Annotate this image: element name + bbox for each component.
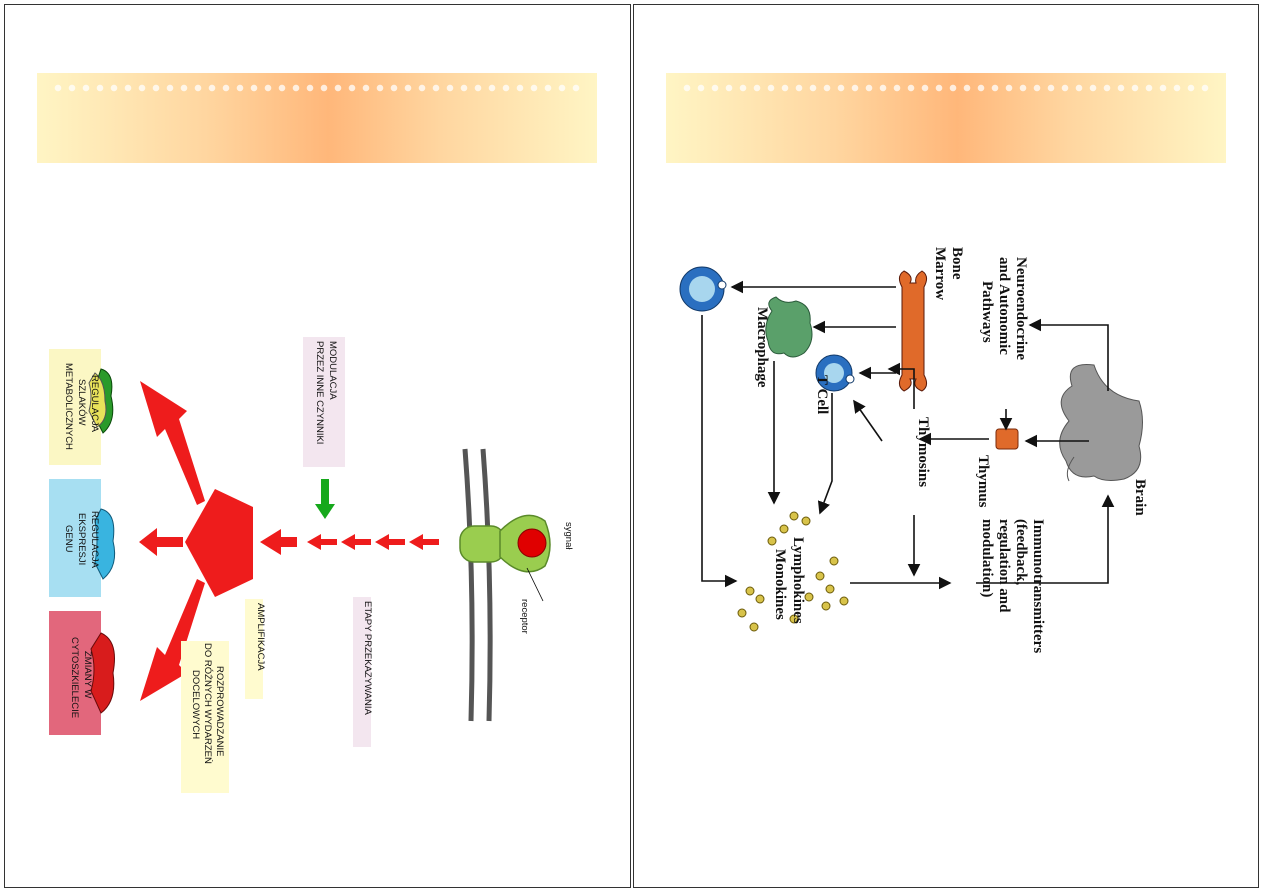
- arrow-to-cyto: [140, 579, 205, 701]
- svg-text:SZLAKÓW: SZLAKÓW: [76, 379, 87, 425]
- right-slide: Brain Thymus Neuroendocrine and Autonomi…: [633, 4, 1259, 888]
- svg-text:Immunotransmitters: Immunotransmitters: [1030, 519, 1046, 653]
- svg-text:DO RÓŻNYCH WYDARZEŃ: DO RÓŻNYCH WYDARZEŃ: [202, 643, 213, 764]
- brain-icon: [1059, 363, 1143, 482]
- arrow-to-genu: [139, 528, 183, 556]
- neuroimmune-diagram: Brain Thymus Neuroendocrine and Autonomi…: [679, 247, 1148, 653]
- label-thymosins: Thymosins: [915, 417, 931, 487]
- svg-text:ROZPROWADZANIE: ROZPROWADZANIE: [214, 666, 225, 756]
- slide-title-banner: [666, 73, 1226, 163]
- svg-text:METABOLICZNYCH: METABOLICZNYCH: [63, 363, 74, 450]
- svg-text:DOCELOWYCH: DOCELOWYCH: [190, 670, 201, 739]
- svg-text:Pathways: Pathways: [979, 281, 995, 343]
- svg-text:and Autonomic: and Autonomic: [996, 257, 1012, 355]
- bone-icon: [898, 270, 928, 392]
- svg-text:MODULACJA: MODULACJA: [327, 341, 338, 400]
- svg-text:Macrophage: Macrophage: [754, 307, 770, 388]
- modulation-arrow: [315, 479, 335, 519]
- signal-transduction-diagram: sygnał receptor MODULACJA PRZEZ INNE CZY…: [49, 337, 574, 793]
- svg-text:REGULACJA: REGULACJA: [89, 511, 100, 569]
- central-amplifier: [185, 489, 253, 597]
- arrow-to-metab: [140, 381, 205, 505]
- t-cell-icon: [815, 354, 855, 392]
- b-cell-icon: [679, 266, 727, 312]
- label-immunotransmitters: Immunotransmitters (feedback, regulation…: [979, 519, 1046, 653]
- label-t-cell: T Cell: [814, 375, 830, 414]
- label-neuroendocrine: Neuroendocrine and Autonomic Pathways: [979, 257, 1029, 360]
- stage-arrow: [341, 534, 371, 550]
- signal-molecule: [517, 528, 547, 558]
- amplification-arrow: [260, 529, 297, 555]
- label-monokines: Monokines: [772, 549, 788, 620]
- svg-text:EKSPRESJI: EKSPRESJI: [76, 513, 87, 565]
- label-brain: Brain: [1132, 479, 1148, 516]
- svg-text:GENU: GENU: [63, 525, 74, 553]
- stage-arrow: [375, 534, 405, 550]
- svg-text:PRZEZ INNE CZYNNIKI: PRZEZ INNE CZYNNIKI: [314, 341, 325, 444]
- svg-text:Monokines: Monokines: [772, 549, 788, 620]
- label-lymphokines: Lymphokines: [790, 537, 806, 624]
- stage-arrow: [409, 534, 439, 550]
- thymus-icon: [995, 428, 1019, 450]
- svg-text:modulation): modulation): [979, 519, 995, 597]
- target-metab-box: REGULACJA SZLAKÓW METABOLICZNYCH: [49, 349, 114, 465]
- svg-text:Neuroendocrine: Neuroendocrine: [1013, 257, 1029, 360]
- label-macrophage: Macrophage: [754, 307, 770, 388]
- label-receptor: receptor: [519, 599, 530, 634]
- svg-text:ZMIANY W: ZMIANY W: [82, 651, 93, 698]
- cytokine-granules: [737, 511, 849, 632]
- label-amplifikacja: AMPLIFIKACJA: [255, 603, 266, 671]
- label-rozprowadzanie: ROZPROWADZANIE DO RÓŻNYCH WYDARZEŃ DOCEL…: [190, 643, 225, 764]
- label-sygnal: sygnał: [563, 522, 574, 550]
- target-genu-box: REGULACJA EKSPRESJI GENU: [49, 479, 116, 597]
- flow-arrows: [701, 280, 1115, 590]
- svg-text:regulation and: regulation and: [996, 519, 1012, 613]
- label-modulacja: MODULACJA PRZEZ INNE CZYNNIKI: [314, 341, 338, 444]
- transduction-arrows: [139, 381, 439, 701]
- svg-text:Bone: Bone: [949, 247, 965, 280]
- macrophage-icon: [765, 296, 813, 358]
- svg-text:Lymphokines: Lymphokines: [790, 537, 806, 624]
- slide-title-banner: [37, 73, 597, 163]
- svg-text:(feedback,: (feedback,: [1013, 519, 1029, 585]
- svg-text:CYTOSZKIELECIE: CYTOSZKIELECIE: [69, 637, 80, 718]
- svg-text:REGULACJA: REGULACJA: [89, 375, 100, 433]
- label-etapy: ETAPY PRZEKAZYWANIA: [362, 601, 373, 716]
- left-slide: sygnał receptor MODULACJA PRZEZ INNE CZY…: [4, 4, 631, 888]
- target-cyto-box: ZMIANY W CYTOSZKIELECIE: [49, 611, 115, 735]
- stage-arrow: [307, 534, 337, 550]
- label-thymus: Thymus: [975, 455, 991, 508]
- cell-membrane: [462, 448, 493, 722]
- svg-text:Marrow: Marrow: [932, 247, 948, 300]
- label-bone-marrow: Bone Marrow: [932, 247, 965, 300]
